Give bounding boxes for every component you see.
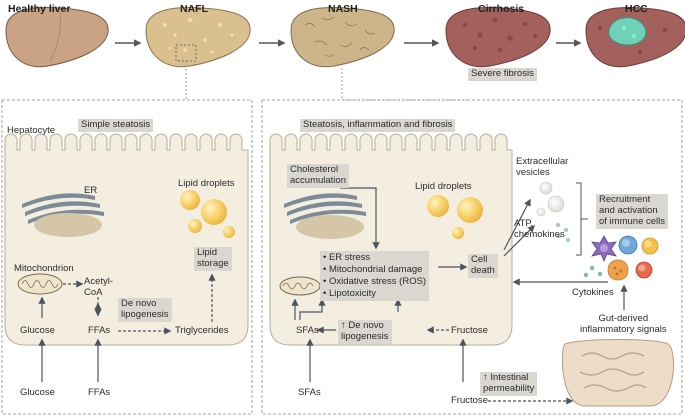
stage-title-nash: NASH (328, 3, 358, 15)
recruitment-label: Recruitment and activation of immune cel… (596, 194, 668, 229)
left-de-novo-label: De novo lipogenesis (118, 298, 172, 322)
stress-item-mito: • Mitochondrial damage (323, 263, 423, 275)
right-lipid-droplets (427, 195, 483, 239)
mitochondrion-label: Mitochondrion (14, 263, 74, 274)
stress-item-er: • ER stress (323, 252, 371, 263)
lipid-storage-label: Lipid storage (194, 247, 232, 271)
cell-death-label: Cell death (468, 254, 498, 278)
ffas-outer-label: FFAs (88, 387, 111, 398)
right-de-novo-label: ↑ De novo lipogenesis (338, 320, 392, 344)
intestinal-permeability-label: ↑ Intestinal permeability (480, 372, 538, 396)
stress-item-lipotoxicity: • Lipotoxicity (323, 287, 376, 299)
stage-title-nafl: NAFL (180, 3, 208, 15)
acetyl-coa-label: Acetyl- CoA (84, 276, 114, 298)
left-mitochondrion (17, 273, 63, 295)
extracellular-vesicles-label: Extracellular vesicles (516, 156, 569, 178)
hcc-liver-image (585, 7, 685, 68)
to-atp-arrow (503, 224, 536, 257)
simple-steatosis-label: Simple steatosis (78, 119, 154, 132)
left-nucleus (34, 213, 102, 237)
nash-liver-image (290, 7, 395, 68)
glucose-outer-label: Glucose (20, 387, 55, 398)
sfas-outer-label: SFAs (298, 387, 321, 398)
to-vesicles-arrow (503, 198, 531, 251)
vesicle-bracket (576, 182, 588, 256)
gut-signals-label: Gut-derived inflammatory signals (580, 313, 667, 335)
right-lipid-droplets-label: Lipid droplets (415, 181, 472, 192)
sfas-to-stress-arrow (299, 298, 326, 320)
intestine-image (561, 339, 674, 407)
hepatocyte-label: Hepatocyte (7, 125, 56, 136)
left-lipid-droplets-label: Lipid droplets (178, 178, 235, 189)
atp-dots (555, 222, 570, 242)
stage-title-healthy: Healthy liver (8, 3, 71, 15)
fructose-outer-label: Fructose (451, 395, 488, 406)
nafl-liver-image (145, 7, 251, 68)
cholesterol-label: Cholesterol accumulation (287, 164, 349, 188)
stress-list: • ER stress • Mitochondrial damage • Oxi… (320, 251, 430, 301)
severe-fibrosis-label: Severe fibrosis (468, 68, 537, 81)
cholesterol-to-stress-arrow (340, 187, 380, 250)
left-er-shape (22, 193, 104, 224)
fructose-inner-label: Fructose (451, 325, 488, 336)
right-mitochondrion (279, 276, 321, 296)
stage-title-cirrhosis: Cirrhosis (478, 3, 525, 15)
left-panel-frame (1, 99, 253, 415)
extracellular-vesicles (536, 181, 565, 217)
left-lipid-droplets (180, 190, 235, 238)
right-panel-frame (261, 99, 683, 415)
stress-item-ros: • Oxidative stress (ROS) (323, 275, 427, 287)
left-hepatocyte-cell (4, 133, 249, 346)
cytokines-label: Cytokines (572, 287, 614, 298)
ffas-inner-label: FFAs (88, 325, 111, 336)
healthy-liver-image (5, 7, 109, 68)
cirrhosis-liver-image (445, 7, 551, 68)
right-nucleus (296, 215, 364, 239)
atp-chemokines-label: ATP, chemokines (514, 218, 565, 240)
sfas-inner-label: SFAs (296, 325, 319, 336)
left-er-label: ER (84, 185, 98, 196)
triglycerides-label: Triglycerides (175, 325, 229, 336)
stage-title-hcc: HCC (625, 3, 648, 15)
right-panel-title: Steatosis, inflammation and fibrosis (300, 119, 456, 132)
immune-cells (591, 235, 659, 281)
cytokine-dots (583, 265, 603, 278)
right-er-shape (284, 193, 366, 224)
glucose-inner-label: Glucose (20, 325, 55, 336)
